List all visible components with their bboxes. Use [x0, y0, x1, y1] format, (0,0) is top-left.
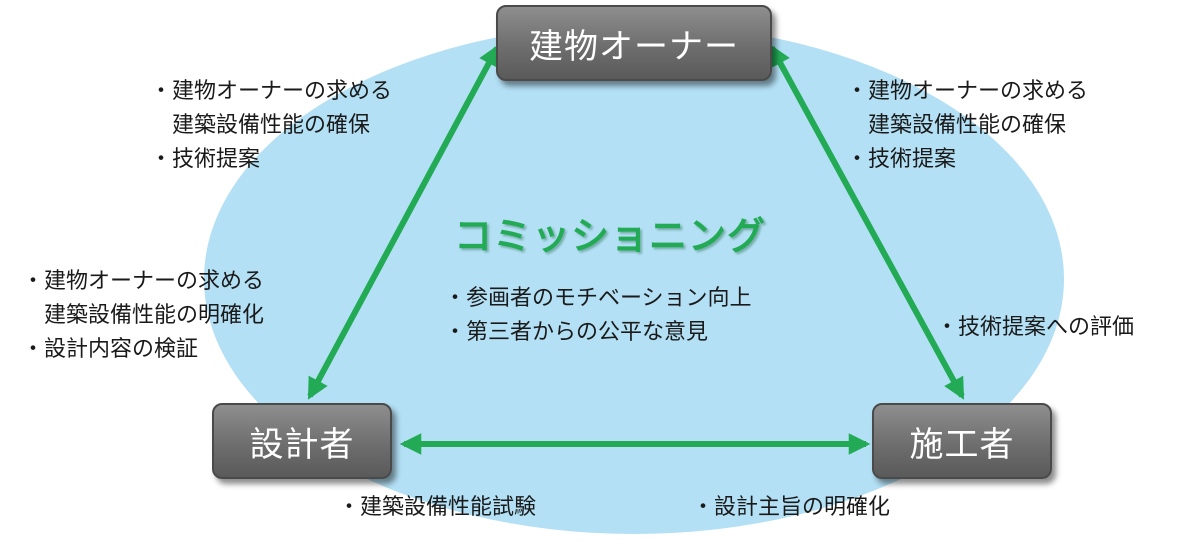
note-line: ・技術提案: [846, 147, 957, 172]
note-bottom-left: ・建築設備性能試験: [338, 491, 536, 525]
note-line: ・建物オーナーの求める: [846, 79, 1089, 104]
note-line: ・設計主旨の明確化: [692, 495, 891, 520]
note-line: ・設計内容の検証: [22, 337, 199, 362]
note-line: 建築設備性能の確保: [150, 113, 371, 138]
node-designer-label: 設計者: [249, 424, 355, 465]
note-center: ・参画者のモチベーション向上 ・第三者からの公平な意見: [444, 282, 752, 350]
note-line: ・建物オーナーの求める: [22, 269, 265, 294]
note-line: ・技術提案: [150, 147, 261, 172]
note-owner-right: ・建物オーナーの求める 建築設備性能の確保 ・技術提案: [846, 75, 1088, 177]
note-line: ・建築設備性能試験: [338, 495, 537, 520]
note-designer-left: ・建物オーナーの求める 建築設備性能の明確化 ・設計内容の検証: [22, 265, 264, 367]
note-line: ・第三者からの公平な意見: [444, 320, 709, 345]
note-line: 建築設備性能の確保: [846, 113, 1067, 138]
arrow-owner-designer: [307, 44, 500, 400]
note-line: ・参画者のモチベーション向上: [444, 286, 752, 311]
node-owner-label: 建物オーナー: [529, 26, 739, 67]
note-owner-left: ・建物オーナーの求める 建築設備性能の確保 ・技術提案: [150, 75, 392, 177]
node-owner: 建物オーナー: [496, 5, 772, 81]
arrow-owner-builder: [769, 44, 965, 400]
node-builder-label: 施工者: [909, 424, 1015, 465]
node-designer: 設計者: [212, 403, 392, 479]
note-bottom-right: ・設計主旨の明確化: [692, 491, 890, 525]
note-line: ・建物オーナーの求める: [150, 79, 393, 104]
center-title: コミッショニング: [454, 214, 767, 258]
note-builder-right: ・技術提案への評価: [936, 311, 1134, 345]
note-line: ・技術提案への評価: [936, 315, 1135, 340]
note-line: 建築設備性能の明確化: [22, 303, 265, 328]
node-builder: 施工者: [872, 403, 1052, 479]
